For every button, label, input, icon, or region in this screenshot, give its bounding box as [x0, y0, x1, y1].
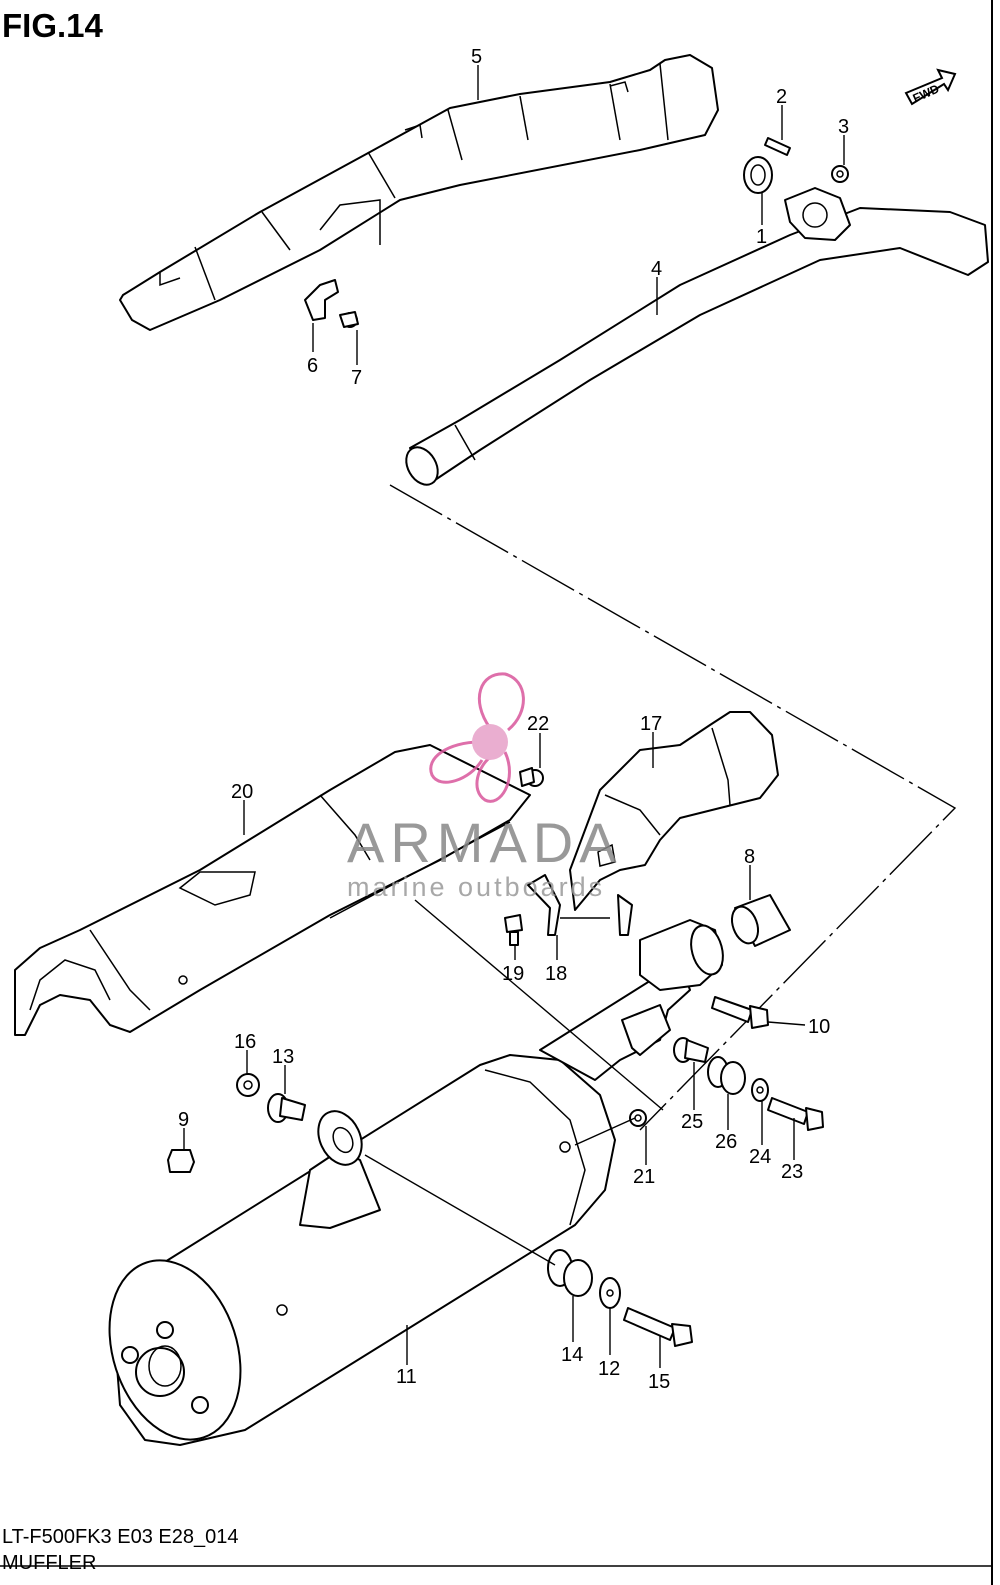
part-7-screw: [339, 311, 359, 328]
part-11-muffler: [108, 919, 724, 1446]
callout-3: 3: [838, 116, 849, 138]
part-19-bolt: [504, 914, 523, 946]
callout-7: 7: [351, 367, 362, 389]
forward-direction-arrow-icon: FWD: [904, 68, 957, 105]
part-15-bolt: [623, 1307, 693, 1347]
part-23-bolt: [767, 1097, 824, 1131]
callout-17: 17: [640, 713, 662, 735]
callout-18: 18: [545, 963, 567, 985]
callout-14: 14: [561, 1344, 583, 1366]
part-25-bush: [673, 1037, 709, 1063]
callout-numbers: 5 2 3 1 4 6 7 20 22 17 8 19 18 10 16 13 …: [178, 46, 849, 1393]
model-code: LT-F500FK3 E03 E28_014: [2, 1526, 238, 1548]
callout-25: 25: [681, 1111, 703, 1133]
part-17-heat-shield: [569, 711, 779, 911]
part-4-exhaust-pipe: [405, 187, 989, 486]
callout-26: 26: [715, 1131, 737, 1153]
part-21-nut: [629, 1109, 647, 1127]
watermark-brand: ARMADA: [347, 811, 623, 874]
part-3-nut: [831, 165, 849, 183]
part-22-bolt: [519, 767, 544, 787]
callout-1: 1: [756, 226, 767, 248]
callout-12: 12: [598, 1358, 620, 1380]
part-1-gasket: [743, 156, 773, 194]
watermark-tagline: marine outboards: [347, 872, 605, 902]
callout-9: 9: [178, 1109, 189, 1131]
callout-8: 8: [744, 846, 755, 868]
figure-title: FIG.14: [2, 7, 104, 44]
part-20-muffler-cover: [14, 744, 531, 1036]
callout-leaders: [183, 65, 845, 1368]
callout-6: 6: [307, 355, 318, 377]
part-8-sleeve: [730, 894, 791, 947]
part-2-stud: [764, 137, 791, 156]
part-12-washer: [599, 1277, 621, 1309]
part-10-bolt: [711, 996, 769, 1029]
callout-24: 24: [749, 1146, 771, 1168]
part-18-clamp: [527, 874, 561, 936]
callout-19: 19: [502, 963, 524, 985]
callout-10: 10: [808, 1016, 830, 1038]
part-13-bush: [267, 1093, 306, 1123]
callout-15: 15: [648, 1371, 670, 1393]
callout-11: 11: [396, 1366, 417, 1388]
callout-22: 22: [527, 713, 549, 735]
armada-watermark: ARMADA marine outboards: [347, 672, 623, 902]
part-14-grommet: [547, 1249, 593, 1297]
part-16-nut: [236, 1073, 260, 1097]
callout-21: 21: [633, 1166, 655, 1188]
part-5-heat-shield: [119, 54, 719, 331]
callout-23: 23: [781, 1161, 803, 1183]
callout-16: 16: [234, 1031, 256, 1053]
part-24-washer: [751, 1078, 769, 1102]
callout-4: 4: [651, 258, 662, 280]
part-26-grommet: [707, 1056, 746, 1095]
callout-13: 13: [272, 1046, 294, 1068]
callout-5: 5: [471, 46, 482, 68]
part-6-clip: [304, 279, 339, 321]
callout-20: 20: [231, 781, 253, 803]
propeller-logo-icon: [429, 672, 525, 803]
forward-label: FWD: [911, 81, 942, 105]
part-9-cap: [167, 1149, 195, 1173]
section-name: MUFFLER: [2, 1552, 96, 1574]
callout-2: 2: [776, 86, 787, 108]
